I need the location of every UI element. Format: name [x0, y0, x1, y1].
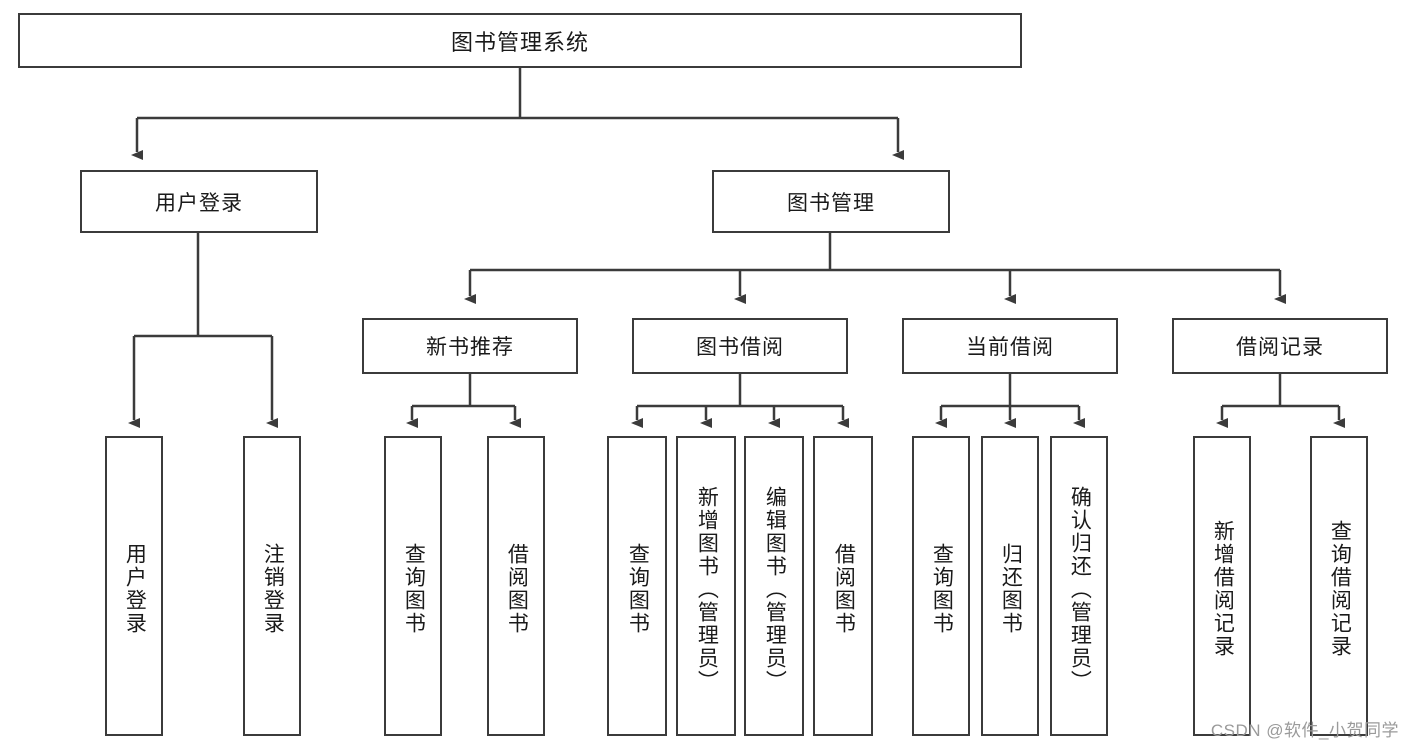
node-user-login-label: 用户登录	[155, 191, 243, 215]
node-book-borrow-label: 图书借阅	[696, 336, 784, 359]
node-book-borrow[interactable]: 图书借阅	[632, 318, 848, 374]
leaf-borrow-book[interactable]: 借阅图书	[813, 436, 873, 736]
node-new-book-recommend[interactable]: 新书推荐	[362, 318, 578, 374]
leaf-confirm-return-label: 确认归还（管理员）	[1068, 485, 1092, 693]
leaf-borrow-book-recommend[interactable]: 借阅图书	[487, 436, 545, 736]
leaf-return-book-label: 归还图书	[999, 543, 1023, 635]
leaf-query-book-recommend[interactable]: 查询图书	[384, 436, 442, 736]
leaf-add-borrow-record[interactable]: 新增借阅记录	[1193, 436, 1251, 736]
leaf-add-book[interactable]: 新增图书（管理员）	[676, 436, 736, 736]
leaf-logout-label: 注销登录	[261, 543, 285, 635]
node-root[interactable]: 图书管理系统	[18, 13, 1022, 68]
leaf-edit-book-label: 编辑图书（管理员）	[763, 485, 787, 693]
node-user-login[interactable]: 用户登录	[80, 170, 318, 233]
leaf-query-book-recommend-label: 查询图书	[402, 543, 426, 635]
node-book-manage-label: 图书管理	[787, 191, 875, 215]
leaf-query-borrow-record[interactable]: 查询借阅记录	[1310, 436, 1368, 736]
leaf-add-book-label: 新增图书（管理员）	[695, 485, 719, 693]
node-current-borrow-label: 当前借阅	[966, 336, 1054, 359]
node-new-book-recommend-label: 新书推荐	[426, 336, 514, 359]
leaf-query-borrow-record-label: 查询借阅记录	[1328, 520, 1352, 658]
node-current-borrow[interactable]: 当前借阅	[902, 318, 1118, 374]
leaf-return-book[interactable]: 归还图书	[981, 436, 1039, 736]
leaf-query-book-current-label: 查询图书	[930, 543, 954, 635]
leaf-confirm-return[interactable]: 确认归还（管理员）	[1050, 436, 1108, 736]
leaf-query-book-borrow-label: 查询图书	[626, 543, 650, 635]
leaf-query-book-borrow[interactable]: 查询图书	[607, 436, 667, 736]
node-borrow-record-label: 借阅记录	[1236, 336, 1324, 359]
leaf-borrow-book-label: 借阅图书	[832, 543, 856, 635]
node-borrow-record[interactable]: 借阅记录	[1172, 318, 1388, 374]
leaf-user-login[interactable]: 用户登录	[105, 436, 163, 736]
leaf-borrow-book-recommend-label: 借阅图书	[505, 543, 529, 635]
leaf-logout[interactable]: 注销登录	[243, 436, 301, 736]
node-book-manage[interactable]: 图书管理	[712, 170, 950, 233]
leaf-query-book-current[interactable]: 查询图书	[912, 436, 970, 736]
csdn-watermark: CSDN @软件_小贺同学	[1210, 721, 1399, 740]
leaf-edit-book[interactable]: 编辑图书（管理员）	[744, 436, 804, 736]
leaf-add-borrow-record-label: 新增借阅记录	[1211, 520, 1235, 658]
node-root-label: 图书管理系统	[450, 29, 589, 55]
leaf-user-login-label: 用户登录	[123, 543, 147, 635]
